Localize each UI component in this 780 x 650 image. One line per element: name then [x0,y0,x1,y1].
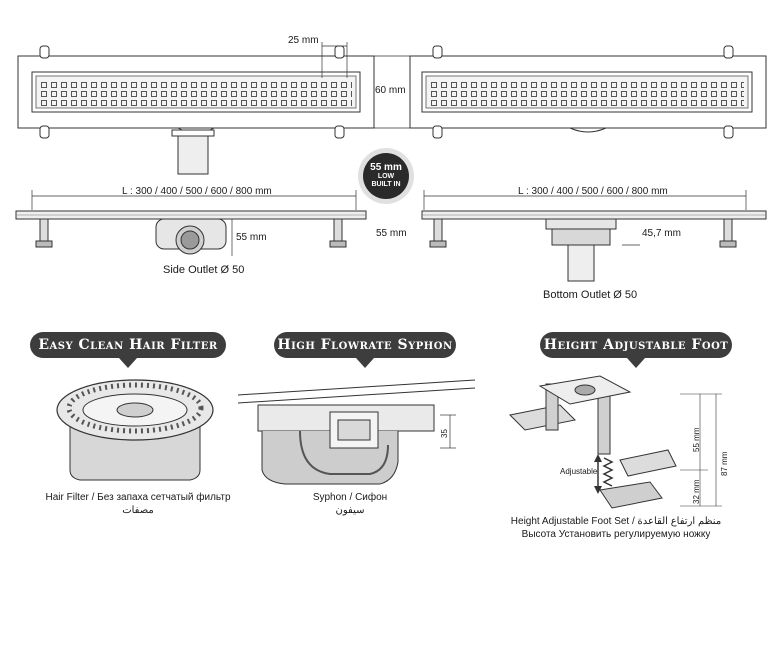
foot-dim-55: 55 mm [692,427,701,452]
banner-adjustable-foot: Height Adjustable Foot [540,332,732,368]
syphon-dim: 35 [440,429,449,438]
foot-caption: Height Adjustable Foot Set / منظم ارتفاع… [510,516,722,527]
badge-built-in: BUILT IN [371,181,401,188]
drain-top-view-left [17,45,375,175]
hair-filter-caption-ar: مصفات [122,505,154,516]
left-outlet-dim: 55 mm [236,232,267,243]
low-built-in-badge: 55 mm LOW BUILT IN [358,148,414,204]
drain-side-view-right [421,190,767,282]
banner-hair-filter: Easy Clean Hair Filter [30,332,226,368]
foot-dim-87: 87 mm [720,451,729,476]
length-label-right: L : 300 / 400 / 500 / 600 / 800 mm [518,186,668,197]
dim-25mm-label: 25 mm [288,35,319,46]
dim-25mm [321,42,348,78]
drain-top-view-right [409,45,767,139]
badge-height: 55 mm [370,162,402,173]
drain-side-view-left [15,190,367,256]
badge-low: LOW [377,173,395,180]
syphon-caption-ar: سيفون [335,505,365,516]
adjustable-label: Adjustable [560,467,598,476]
length-label-left: L : 300 / 400 / 500 / 600 / 800 mm [122,186,272,197]
hair-filter-caption: Hair Filter / Без запаха сетчатый фильтр [45,492,231,503]
syphon-caption: Syphon / Сифон [312,492,388,503]
dim-60mm [370,55,410,129]
right-outlet-dim: 45,7 mm [642,228,681,239]
syphon-illustration [237,379,476,485]
side-outlet-caption: Side Outlet Ø 50 [163,264,245,276]
foot-caption-ru: Высота Установить регулируемую ножку [521,529,711,540]
adjustable-foot-illustration [508,375,722,509]
center-dim: 55 mm [376,228,407,239]
dim-60mm-label: 60 mm [375,85,406,96]
bottom-outlet-caption: Bottom Outlet Ø 50 [543,289,638,301]
banner-syphon: High Flowrate Syphon [274,332,456,368]
hair-filter-illustration [56,379,214,481]
foot-dim-32: 32 mm [692,479,701,504]
